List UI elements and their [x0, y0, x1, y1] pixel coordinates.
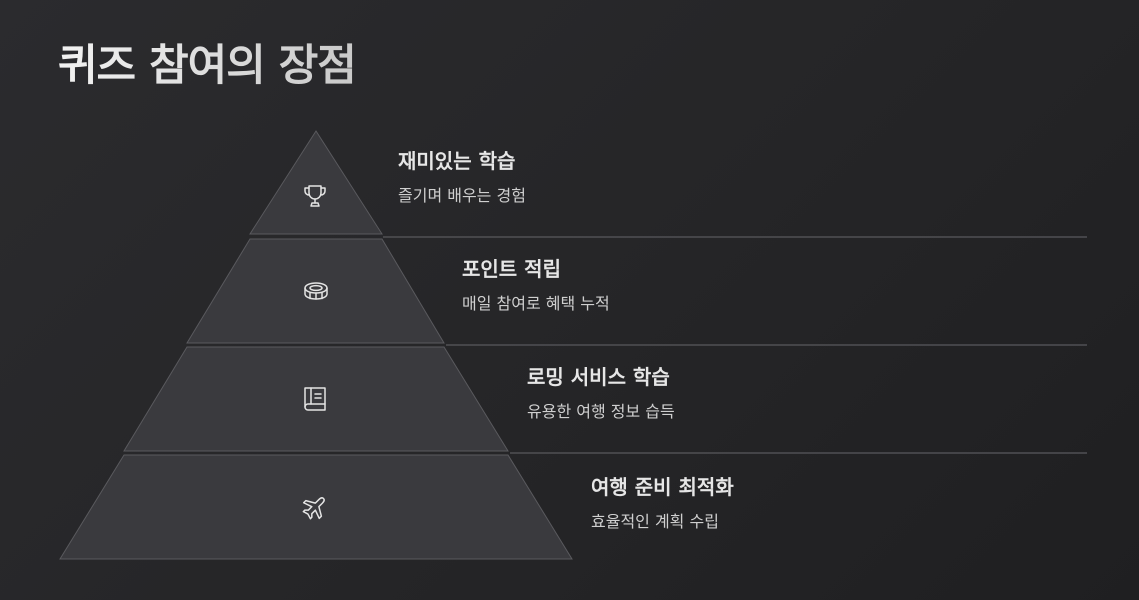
coin-icon: [304, 282, 328, 300]
book-icon: [304, 387, 326, 411]
level-1-title: 재미있는 학습: [398, 149, 516, 173]
page-title: 퀴즈 참여의 장점: [58, 38, 357, 94]
level-1-desc: 즐기며 배우는 경험: [398, 186, 526, 205]
level-4-desc: 효율적인 계획 수립: [591, 512, 719, 531]
level-2-title: 포인트 적립: [462, 257, 561, 281]
level-4-title: 여행 준비 최적화: [591, 475, 734, 499]
level-3-text: 로밍 서비스 학습 유용한 여행 정보 습득: [527, 364, 675, 422]
level-3-title: 로밍 서비스 학습: [527, 365, 670, 389]
level-4-text: 여행 준비 최적화 효율적인 계획 수립: [591, 474, 734, 532]
level-3-desc: 유용한 여행 정보 습득: [527, 402, 675, 421]
airplane-icon: [302, 497, 325, 520]
level-2-desc: 매일 참여로 혜택 누적: [462, 294, 610, 313]
pyramid-tier-2: [186, 238, 445, 344]
pyramid-tier-4: [59, 454, 573, 560]
trophy-icon: [304, 185, 326, 207]
pyramid-tier-1: [249, 130, 383, 235]
level-2-text: 포인트 적립 매일 참여로 혜택 누적: [462, 256, 610, 314]
level-1-text: 재미있는 학습 즐기며 배우는 경험: [398, 148, 526, 206]
pyramid-tier-3: [123, 346, 509, 452]
